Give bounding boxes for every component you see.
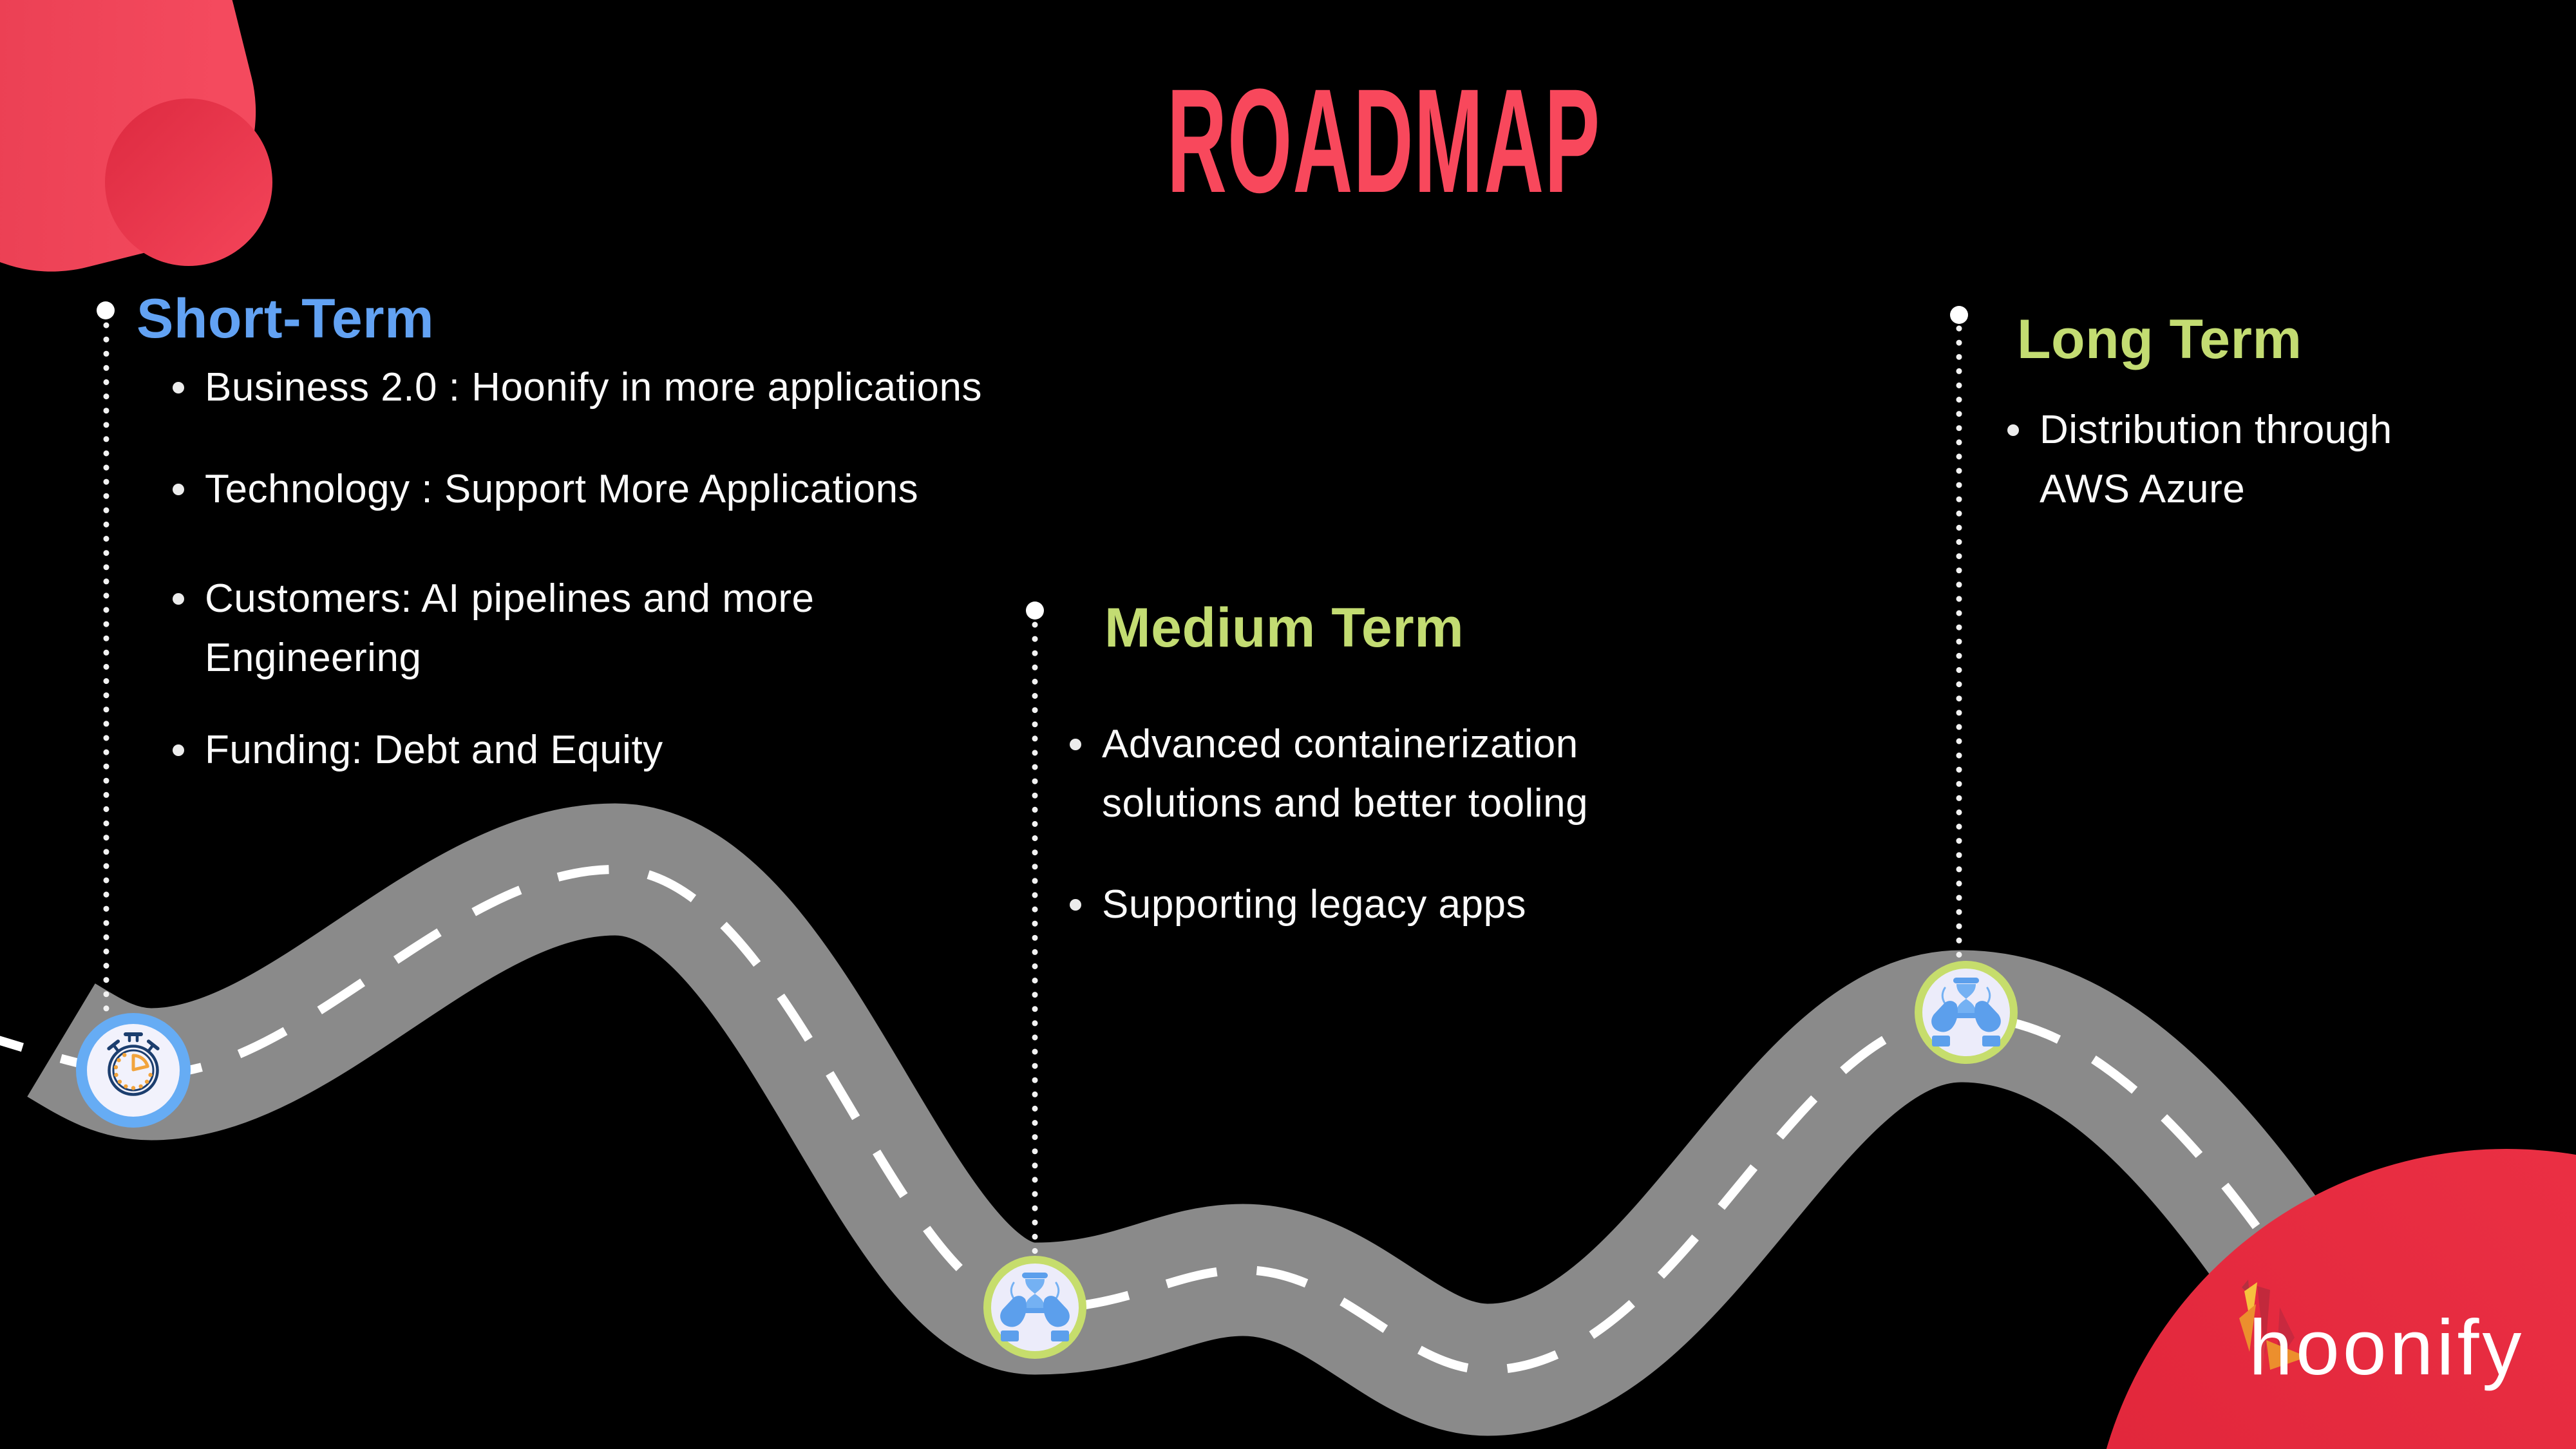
short-term-heading: Short-Term (137, 288, 435, 350)
bullet-dot (2007, 424, 2019, 436)
bullet-dot (173, 382, 184, 393)
stopwatch-icon (76, 1013, 191, 1128)
list-item: Advanced containerization solutions and … (1070, 715, 1588, 833)
list-item: Technology : Support More Applications (173, 460, 918, 519)
list-item: Distribution through AWS Azure (2007, 401, 2392, 519)
bottom-right-red-circle-decoration (2106, 1149, 2576, 1449)
bullet-dot (1070, 899, 1081, 911)
top-left-red-blob-decoration (0, 0, 272, 272)
hands-hourglass-icon (982, 1255, 1088, 1360)
long-term-milestone-dot (1950, 306, 1968, 324)
bullet-dot (173, 484, 184, 495)
bullet-dot (173, 744, 184, 756)
list-item: Business 2.0 : Hoonify in more applicati… (173, 358, 982, 417)
bullet-dot (173, 593, 184, 605)
hands-hourglass-icon (1913, 960, 2019, 1065)
bullet-dot (1070, 739, 1081, 750)
list-item: Supporting legacy apps (1070, 875, 1526, 934)
medium-term-milestone-dot (1026, 601, 1044, 620)
road-center-dashed-line (0, 864, 2405, 1449)
long-term-heading: Long Term (2017, 308, 2302, 370)
page-title: ROADMAP (1167, 58, 1601, 223)
list-item: Customers: AI pipelines and more Enginee… (173, 569, 814, 688)
list-item: Funding: Debt and Equity (173, 721, 663, 780)
short-term-milestone-dot (97, 301, 115, 319)
road (27, 803, 2477, 1449)
hoonify-logo: hoonify (2249, 1303, 2525, 1391)
medium-term-heading: Medium Term (1104, 597, 1464, 659)
hoonify-flame-icon (2239, 1280, 2307, 1371)
